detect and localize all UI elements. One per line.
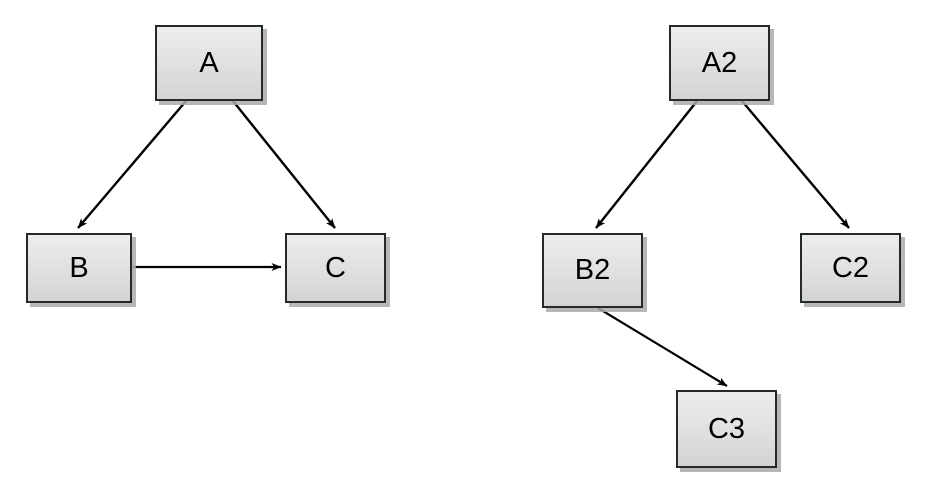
node-b2[interactable]: B2 bbox=[542, 233, 643, 308]
node-a2-label: A2 bbox=[701, 46, 738, 79]
node-a2[interactable]: A2 bbox=[669, 25, 770, 101]
edge-a-to-b bbox=[77, 100, 187, 229]
node-c[interactable]: C bbox=[285, 233, 386, 303]
edge-a2-to-c2 bbox=[741, 100, 850, 229]
edge-b2-to-c3 bbox=[597, 307, 728, 387]
edge-a-to-c bbox=[232, 100, 336, 229]
node-c3-label: C3 bbox=[707, 412, 746, 445]
edge-a2-to-b2 bbox=[595, 100, 698, 229]
node-c2[interactable]: C2 bbox=[800, 233, 901, 303]
node-b2-label: B2 bbox=[574, 254, 611, 286]
node-c3[interactable]: C3 bbox=[676, 390, 777, 468]
node-c2-label: C2 bbox=[831, 251, 870, 284]
node-a[interactable]: A bbox=[155, 25, 263, 101]
node-b[interactable]: B bbox=[26, 233, 132, 303]
node-b-label: B bbox=[69, 251, 89, 284]
node-c-label: C bbox=[325, 251, 346, 284]
node-a-label: A bbox=[199, 46, 219, 79]
